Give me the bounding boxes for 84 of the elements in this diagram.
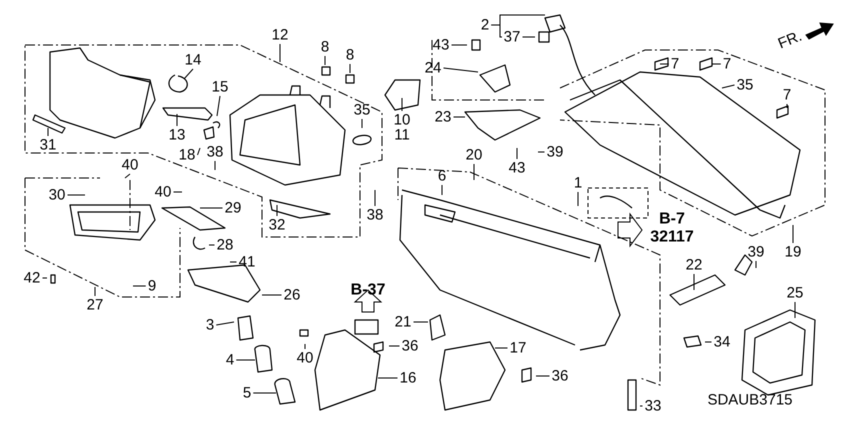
leader-line <box>216 96 220 116</box>
callout-number: 12 <box>272 28 288 42</box>
callout-number: 11 <box>394 128 410 142</box>
leader-line <box>324 56 326 66</box>
callout-number: 1 <box>574 176 582 190</box>
callout-number: 3 <box>206 318 214 332</box>
callout-number: 42 <box>24 270 40 286</box>
leader-line <box>252 392 276 394</box>
callout-number: 13 <box>168 128 186 142</box>
leader-line <box>453 116 466 118</box>
leader-line <box>94 286 96 296</box>
callout-number: 8 <box>320 40 330 54</box>
callout-number: 35 <box>354 102 370 118</box>
callout-number: 10 <box>394 112 410 128</box>
callout-number: 20 <box>466 148 482 162</box>
callout-number: 37 <box>504 30 520 44</box>
callout-number: 38 <box>366 208 384 222</box>
callout-number: 43 <box>508 160 526 176</box>
callout-number: 7 <box>670 56 680 72</box>
callout-number: 21 <box>394 314 412 330</box>
callout-number: 23 <box>434 110 452 124</box>
callout-number: 31 <box>40 138 56 152</box>
leader-line <box>722 84 735 88</box>
callout-number: 25 <box>786 286 804 300</box>
callout-number: 18 <box>178 148 196 162</box>
callout-number: 7 <box>722 56 732 72</box>
callout-number: 28 <box>216 238 234 252</box>
callout-number: 17 <box>510 340 526 356</box>
leader-line <box>443 68 478 72</box>
leader-line <box>67 194 86 196</box>
callout-number: 7 <box>782 88 792 102</box>
callout-number: 4 <box>226 352 234 368</box>
leader-line <box>214 160 216 170</box>
callout-number: 39 <box>546 144 564 160</box>
leader-line <box>124 174 130 178</box>
leader-line <box>451 44 468 46</box>
leader-line <box>490 24 502 38</box>
reference-label: B-37 <box>350 282 386 298</box>
leader-line <box>262 294 282 296</box>
callout-number: 41 <box>238 254 256 270</box>
leader-line <box>304 344 306 350</box>
callout-number: 40 <box>154 184 172 200</box>
callout-number: 22 <box>686 258 702 272</box>
callout-number: 39 <box>748 244 764 260</box>
diagram-code: SDAUB3715 <box>707 392 793 408</box>
callout-number: 26 <box>284 288 300 302</box>
callout-number: 15 <box>212 80 228 94</box>
leader-line <box>208 244 215 246</box>
callout-number: 16 <box>400 370 416 386</box>
leader-line <box>176 114 178 126</box>
reference-label: B-7 <box>659 212 685 226</box>
callout-number: 8 <box>346 48 354 62</box>
callout-number: 38 <box>206 144 224 160</box>
callout-number: 36 <box>402 338 418 354</box>
leader-line <box>197 148 200 156</box>
direction-label: FR. <box>776 28 804 52</box>
callout-number: 43 <box>432 38 450 52</box>
callout-number: 34 <box>714 334 730 350</box>
callout-number: 24 <box>424 60 442 76</box>
leader-line <box>516 148 518 160</box>
callout-number: 32 <box>268 218 286 232</box>
callout-number: 40 <box>296 350 314 366</box>
callout-number: 29 <box>224 200 242 216</box>
leader-line <box>794 302 796 318</box>
reference-label: 32117 <box>650 230 694 244</box>
callout-number: 2 <box>480 18 490 32</box>
leader-line <box>522 36 536 38</box>
callout-number: 35 <box>736 78 754 92</box>
callout-number: 9 <box>148 278 156 294</box>
callout-number: 40 <box>122 158 138 172</box>
leader-line <box>184 68 194 80</box>
leader-line <box>786 104 788 108</box>
callout-number: 36 <box>552 368 568 384</box>
callout-number: 5 <box>242 386 252 400</box>
callout-number: 14 <box>184 52 202 68</box>
leader-line <box>374 190 376 206</box>
callout-number: 6 <box>438 168 446 184</box>
leader-line <box>216 322 234 326</box>
leader-line <box>276 204 278 216</box>
callout-number: 30 <box>48 188 66 202</box>
callout-number: 27 <box>86 298 104 312</box>
callout-number: 33 <box>644 398 662 414</box>
leader-line <box>792 224 794 244</box>
callout-number: 19 <box>784 244 802 260</box>
